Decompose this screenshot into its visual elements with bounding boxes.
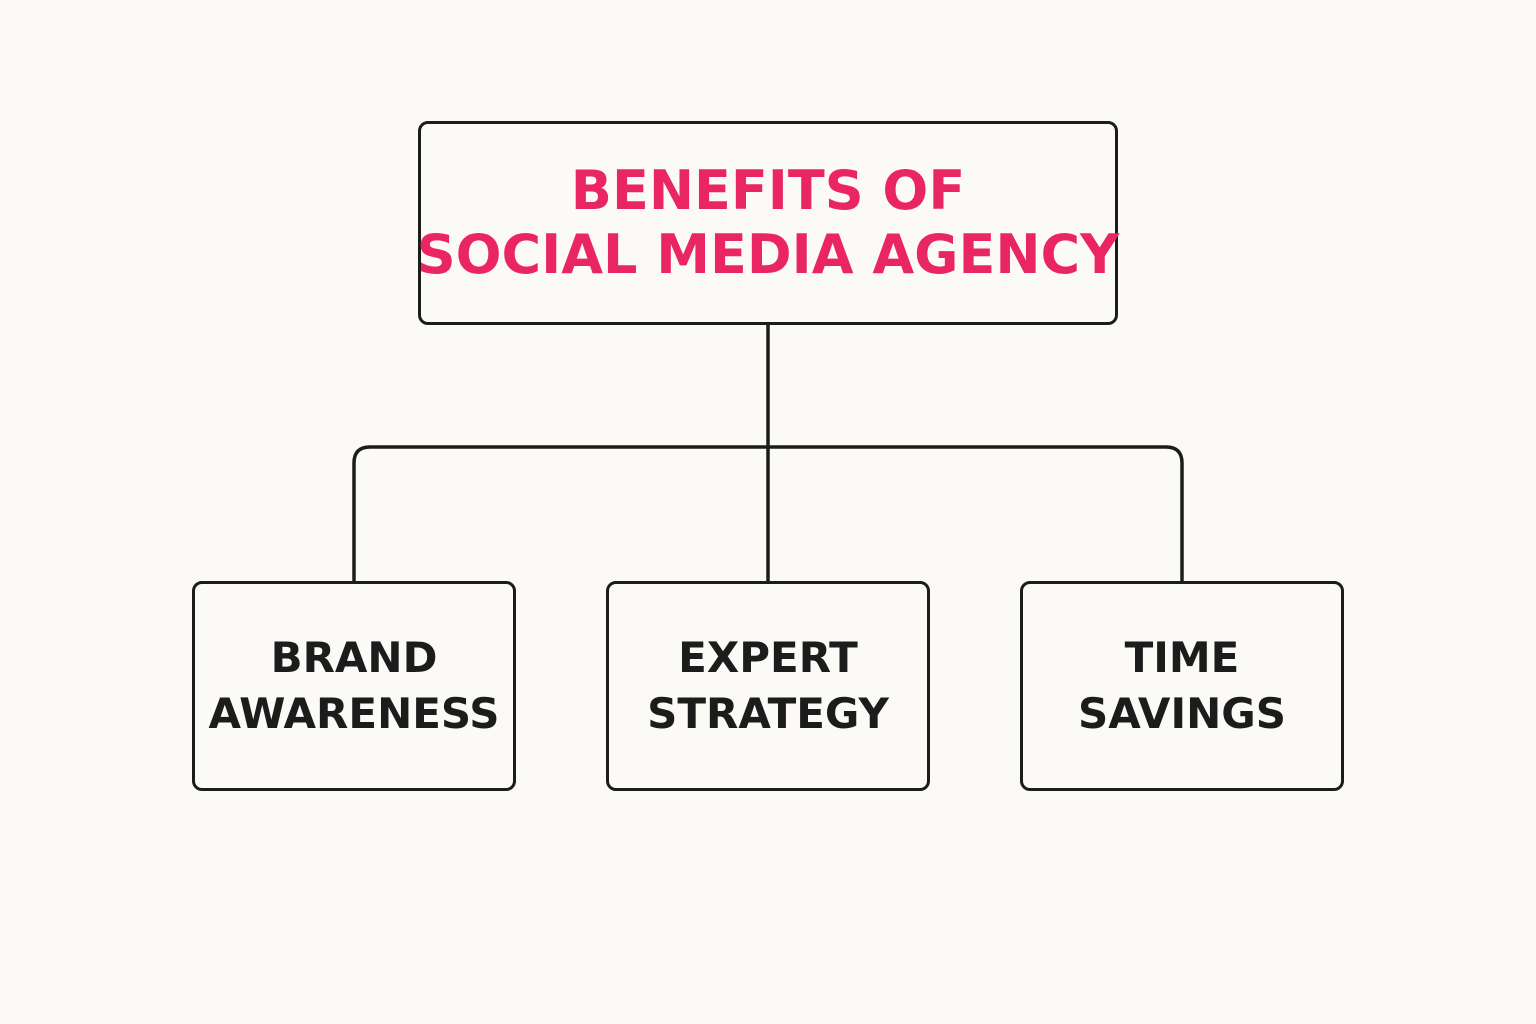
root-title-line-2: SOCIAL MEDIA AGENCY <box>416 223 1120 286</box>
child-1-label-line-1: BRAND <box>270 633 438 682</box>
child-node-brand-awareness: BRAND AWARENESS <box>192 581 516 791</box>
child-3-label-line-2: SAVINGS <box>1078 689 1286 738</box>
child-2-label-line-1: EXPERT <box>678 633 858 682</box>
child-1-label-line-2: AWARENESS <box>208 689 500 738</box>
child-2-label-line-2: STRATEGY <box>647 689 889 738</box>
root-node: BENEFITS OF SOCIAL MEDIA AGENCY <box>416 121 1120 325</box>
child-node-time-savings: TIME SAVINGS <box>1020 581 1344 791</box>
child-3-label-line-1: TIME <box>1124 633 1240 682</box>
child-node-expert-strategy: EXPERT STRATEGY <box>606 581 930 791</box>
root-title-line-1: BENEFITS OF <box>570 159 966 222</box>
